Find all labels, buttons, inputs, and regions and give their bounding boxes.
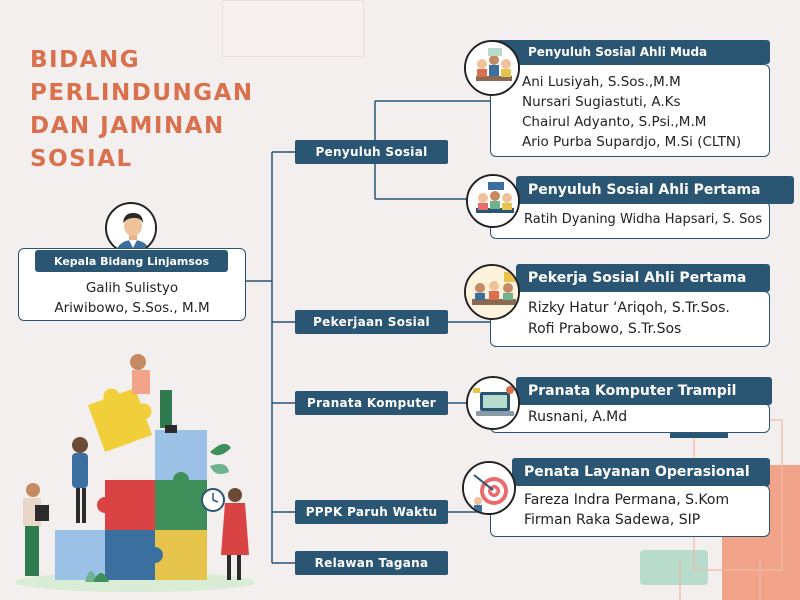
member-item: Rusnani, A.Md bbox=[528, 409, 628, 425]
group-title: Pekerja Sosial Ahli Pertama bbox=[516, 264, 770, 292]
title-line: DAN JAMINAN bbox=[30, 113, 225, 139]
category-pppk-paruh-waktu: PPPK Paruh Waktu bbox=[295, 500, 448, 524]
group-members: Ratih Dyaning Widha Hapsari, S. Sos bbox=[524, 210, 762, 230]
head-name-line: Ariwibowo, S.Sos., M.M bbox=[54, 300, 210, 316]
puzzle-team-illustration bbox=[15, 354, 255, 592]
title-line: SOSIAL bbox=[30, 146, 133, 172]
deco-mint-shape bbox=[640, 550, 708, 585]
laptop-icon bbox=[466, 376, 520, 430]
head-role-label: Kepala Bidang Linjamsos bbox=[35, 250, 228, 272]
team-meeting-icon bbox=[466, 174, 520, 228]
title-line: PERLINDUNGAN bbox=[30, 80, 254, 106]
team-meeting-icon bbox=[464, 264, 520, 320]
member-item: Ratih Dyaning Widha Hapsari, S. Sos bbox=[524, 212, 763, 227]
group-card-penata-layanan bbox=[490, 485, 770, 537]
team-meeting-icon bbox=[464, 40, 520, 96]
group-members: Ani Lusiyah, S.Sos.,M.M Nursari Sugiastu… bbox=[522, 72, 741, 152]
page-title: BIDANG PERLINDUNGAN DAN JAMINAN SOSIAL bbox=[30, 44, 290, 176]
group-title: Penyuluh Sosial Ahli Pertama bbox=[516, 176, 794, 204]
group-card-pekerja-sosial bbox=[490, 291, 770, 347]
group-members: Rusnani, A.Md bbox=[528, 407, 627, 427]
group-title: Pranata Komputer Trampil bbox=[516, 377, 772, 405]
avatar-man-icon bbox=[105, 202, 157, 254]
group-card-pranata-komputer bbox=[490, 403, 770, 433]
category-pranata-komputer: Pranata Komputer bbox=[295, 391, 448, 415]
member-item: Chairul Adyanto, S.Psi.,M.M bbox=[522, 114, 707, 130]
group-title: Penyuluh Sosial Ahli Muda bbox=[490, 40, 770, 64]
member-item: Nursari Sugiastuti, A.Ks bbox=[522, 94, 681, 110]
card-tab bbox=[670, 432, 728, 438]
member-item: Ario Purba Supardjo, M.Si (CLTN) bbox=[522, 134, 742, 150]
title-line: BIDANG bbox=[30, 47, 141, 73]
member-item: Rofi Prabowo, S.Tr.Sos bbox=[528, 321, 682, 337]
member-item: Firman Raka Sadewa, SIP bbox=[524, 512, 701, 528]
category-pekerjaan-sosial: Pekerjaan Sosial bbox=[295, 310, 448, 334]
member-item: Ani Lusiyah, S.Sos.,M.M bbox=[522, 74, 681, 90]
member-item: Rizky Hatur ‘Ariqoh, S.Tr.Sos. bbox=[528, 300, 730, 316]
category-relawan-tagana: Relawan Tagana bbox=[295, 551, 448, 575]
group-members: Rizky Hatur ‘Ariqoh, S.Tr.Sos. Rofi Prab… bbox=[528, 298, 730, 340]
group-title: Penata Layanan Operasional bbox=[512, 458, 770, 486]
head-name-line: Galih Sulistyo bbox=[85, 280, 179, 296]
group-card-ahli-pertama bbox=[490, 201, 770, 239]
group-members: Fareza Indra Permana, S.Kom Firman Raka … bbox=[524, 490, 729, 530]
target-icon bbox=[462, 461, 516, 515]
member-item: Fareza Indra Permana, S.Kom bbox=[524, 492, 730, 508]
deco-top-card bbox=[222, 0, 364, 57]
head-name: Galih Sulistyo Ariwibowo, S.Sos., M.M bbox=[18, 278, 246, 318]
category-penyuluh-sosial: Penyuluh Sosial bbox=[295, 140, 448, 164]
group-card-ahli-muda bbox=[490, 64, 770, 157]
